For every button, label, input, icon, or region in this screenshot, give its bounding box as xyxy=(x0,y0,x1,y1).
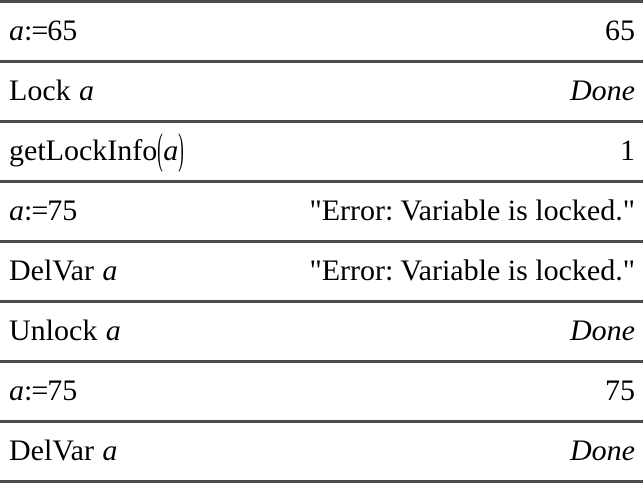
variable-a: a xyxy=(102,433,118,467)
close-paren-icon: ) xyxy=(178,124,185,173)
input-number: 65 xyxy=(47,13,78,47)
assign-operator: := xyxy=(24,373,48,407)
command-keyword: DelVar xyxy=(9,433,94,467)
variable-a: a xyxy=(9,13,24,47)
command-keyword: Unlock xyxy=(9,313,98,347)
variable-a: a xyxy=(163,133,179,167)
input-number: 75 xyxy=(47,373,78,407)
command-keyword: Lock xyxy=(9,73,71,107)
result-value: 1 xyxy=(620,133,635,167)
input-expression[interactable]: getLockInfo(a) xyxy=(9,127,184,171)
result-error-message: "Error: Variable is locked." xyxy=(309,193,635,227)
result-value: 65 xyxy=(605,13,635,47)
result-value: Done xyxy=(570,313,635,347)
assign-operator: := xyxy=(24,193,48,227)
result-value: 75 xyxy=(605,373,635,407)
result-error-message: "Error: Variable is locked." xyxy=(309,253,635,287)
variable-a: a xyxy=(9,373,24,407)
command-keyword: DelVar xyxy=(9,253,94,287)
assign-operator: := xyxy=(24,13,48,47)
input-expression[interactable]: a:=75 xyxy=(9,373,78,408)
table-row[interactable]: getLockInfo(a) 1 xyxy=(0,123,643,183)
variable-a: a xyxy=(9,193,24,227)
variable-a: a xyxy=(102,253,118,287)
table-row[interactable]: a:=65 65 xyxy=(0,3,643,63)
result-value: Done xyxy=(570,433,635,467)
table-row[interactable]: a:=75 75 xyxy=(0,363,643,423)
variable-a: a xyxy=(105,313,121,347)
table-row[interactable]: a:=75 "Error: Variable is locked." xyxy=(0,183,643,243)
input-expression[interactable]: a:=65 xyxy=(9,13,78,48)
input-number: 75 xyxy=(47,193,78,227)
variable-a: a xyxy=(79,73,95,107)
command-keyword: getLockInfo xyxy=(9,133,158,167)
open-paren-icon: ( xyxy=(157,124,164,173)
result-value: Done xyxy=(570,73,635,107)
input-expression[interactable]: a:=75 xyxy=(9,193,78,228)
